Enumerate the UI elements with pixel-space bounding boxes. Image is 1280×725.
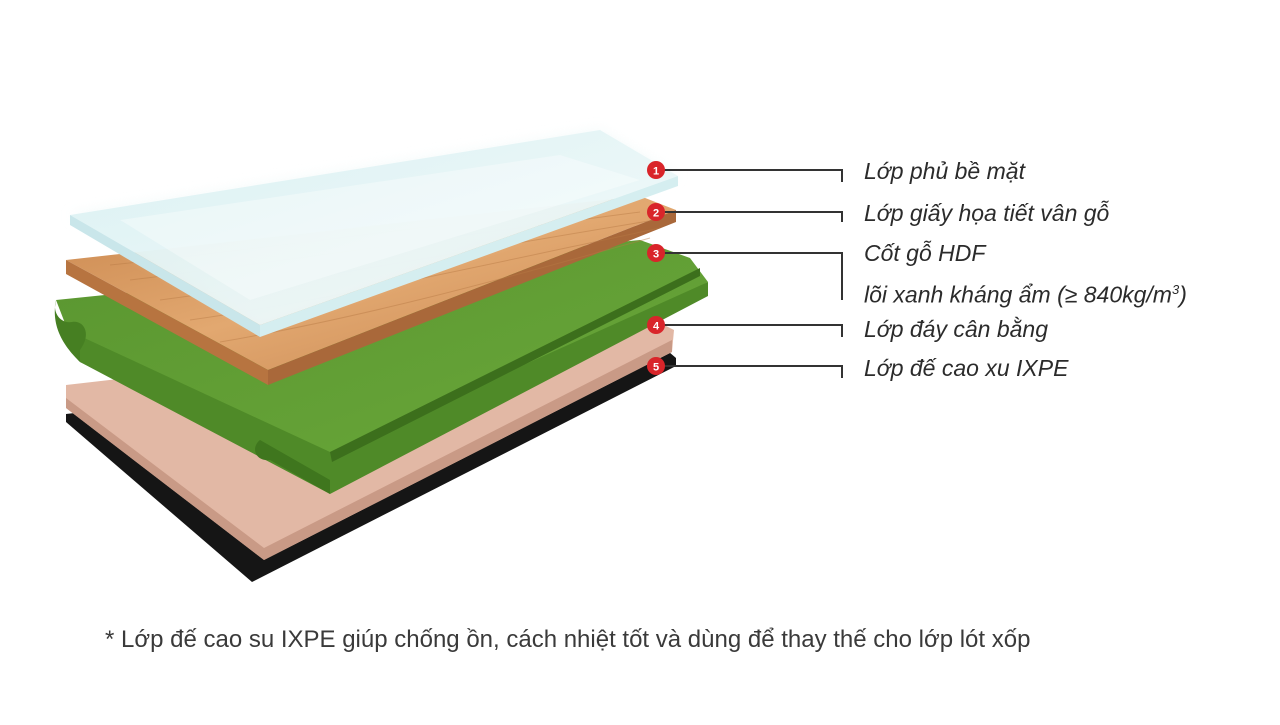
- marker-3: 3: [647, 244, 665, 262]
- layer-3-label: Cốt gỗ HDF: [864, 240, 986, 266]
- layer-overlay: [70, 130, 678, 337]
- marker-3-number: 3: [653, 249, 659, 261]
- leader-lines: [656, 169, 843, 378]
- marker-5-number: 5: [653, 362, 659, 374]
- marker-1: 1: [647, 161, 665, 179]
- layer-3-label-superscript: 3: [1171, 282, 1180, 297]
- footnote: * Lớp đế cao su IXPE giúp chống ồn, cách…: [105, 626, 1031, 653]
- marker-1-number: 1: [653, 166, 659, 178]
- leader-line-1: [656, 169, 843, 182]
- leader-line-5: [656, 365, 843, 378]
- layer-3-label-line2-text: lõi xanh kháng ẩm (≥ 840kg/m: [864, 281, 1172, 308]
- leader-line-2: [656, 211, 843, 222]
- layer-1-label: Lớp phủ bề mặt: [864, 158, 1025, 184]
- marker-2: 2: [647, 203, 665, 221]
- layer-3-label-close: ): [1179, 281, 1187, 308]
- marker-4: 4: [647, 316, 665, 334]
- marker-2-number: 2: [653, 208, 659, 220]
- layer-2-label: Lớp giấy họa tiết vân gỗ: [864, 200, 1110, 226]
- marker-5: 5: [647, 357, 665, 375]
- leader-line-4: [656, 324, 843, 337]
- layer-3-label-line2: lõi xanh kháng ẩm (≥ 840kg/m3): [864, 277, 1187, 308]
- leader-line-3: [656, 252, 843, 300]
- layer-5-label: Lớp đế cao xu IXPE: [864, 355, 1069, 381]
- layer-4-label: Lớp đáy cân bằng: [864, 316, 1048, 342]
- marker-4-number: 4: [653, 321, 660, 333]
